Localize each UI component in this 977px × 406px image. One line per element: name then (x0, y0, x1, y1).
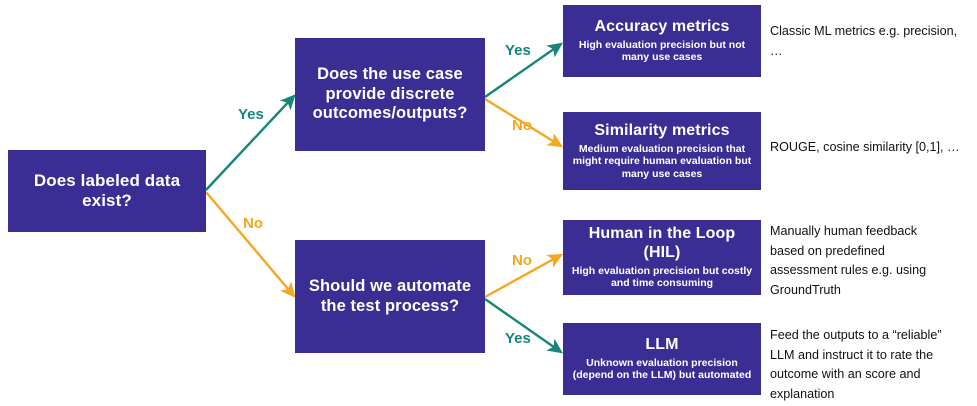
edge-label-root-no: No (243, 215, 263, 232)
edge-label-automate-yes: Yes (505, 330, 531, 347)
node-llm-subtitle: Unknown evaluation precision (depend on … (572, 356, 752, 382)
annotation-llm: Feed the outputs to a “reliable” LLM and… (770, 328, 942, 401)
edge-root-no (205, 191, 296, 298)
node-similarity-title: Similarity metrics (594, 121, 730, 139)
node-discrete-outcomes[interactable]: Does the use case provide discrete outco… (295, 38, 485, 151)
node-accuracy-metrics[interactable]: Accuracy metrics High evaluation precisi… (563, 5, 761, 77)
node-similarity-subtitle: Medium evaluation precision that might r… (572, 142, 752, 180)
node-similarity-metrics[interactable]: Similarity metrics Medium evaluation pre… (563, 112, 761, 190)
node-automate-title: Should we automate the test process? (308, 277, 472, 315)
edge-label-discrete-no: No (512, 117, 532, 134)
node-root-labeled-data[interactable]: Does labeled data exist? (8, 150, 206, 232)
node-llm[interactable]: LLM Unknown evaluation precision (depend… (563, 323, 761, 395)
edge-label-automate-no: No (512, 252, 532, 269)
node-accuracy-subtitle: High evaluation precision but not many u… (578, 38, 746, 64)
annotation-similarity: ROUGE, cosine similarity [0,1], … (770, 140, 960, 154)
node-discrete-title: Does the use case provide discrete outco… (312, 65, 468, 123)
node-llm-title: LLM (645, 335, 679, 353)
node-hil-title: Human in the Loop (HIL) (588, 225, 736, 261)
edge-label-root-yes: Yes (238, 106, 264, 123)
annotation-hil: Manually human feedback based on predefi… (770, 224, 927, 297)
node-hil-subtitle: High evaluation precision but costly and… (571, 264, 753, 290)
annotation-accuracy: Classic ML metrics e.g. precision, … (770, 24, 958, 58)
node-automate-test[interactable]: Should we automate the test process? (295, 240, 485, 353)
node-human-in-the-loop[interactable]: Human in the Loop (HIL) High evaluation … (563, 220, 761, 295)
edge-label-discrete-yes: Yes (505, 42, 531, 59)
node-root-title: Does labeled data exist? (33, 170, 181, 210)
node-accuracy-title: Accuracy metrics (594, 17, 730, 35)
